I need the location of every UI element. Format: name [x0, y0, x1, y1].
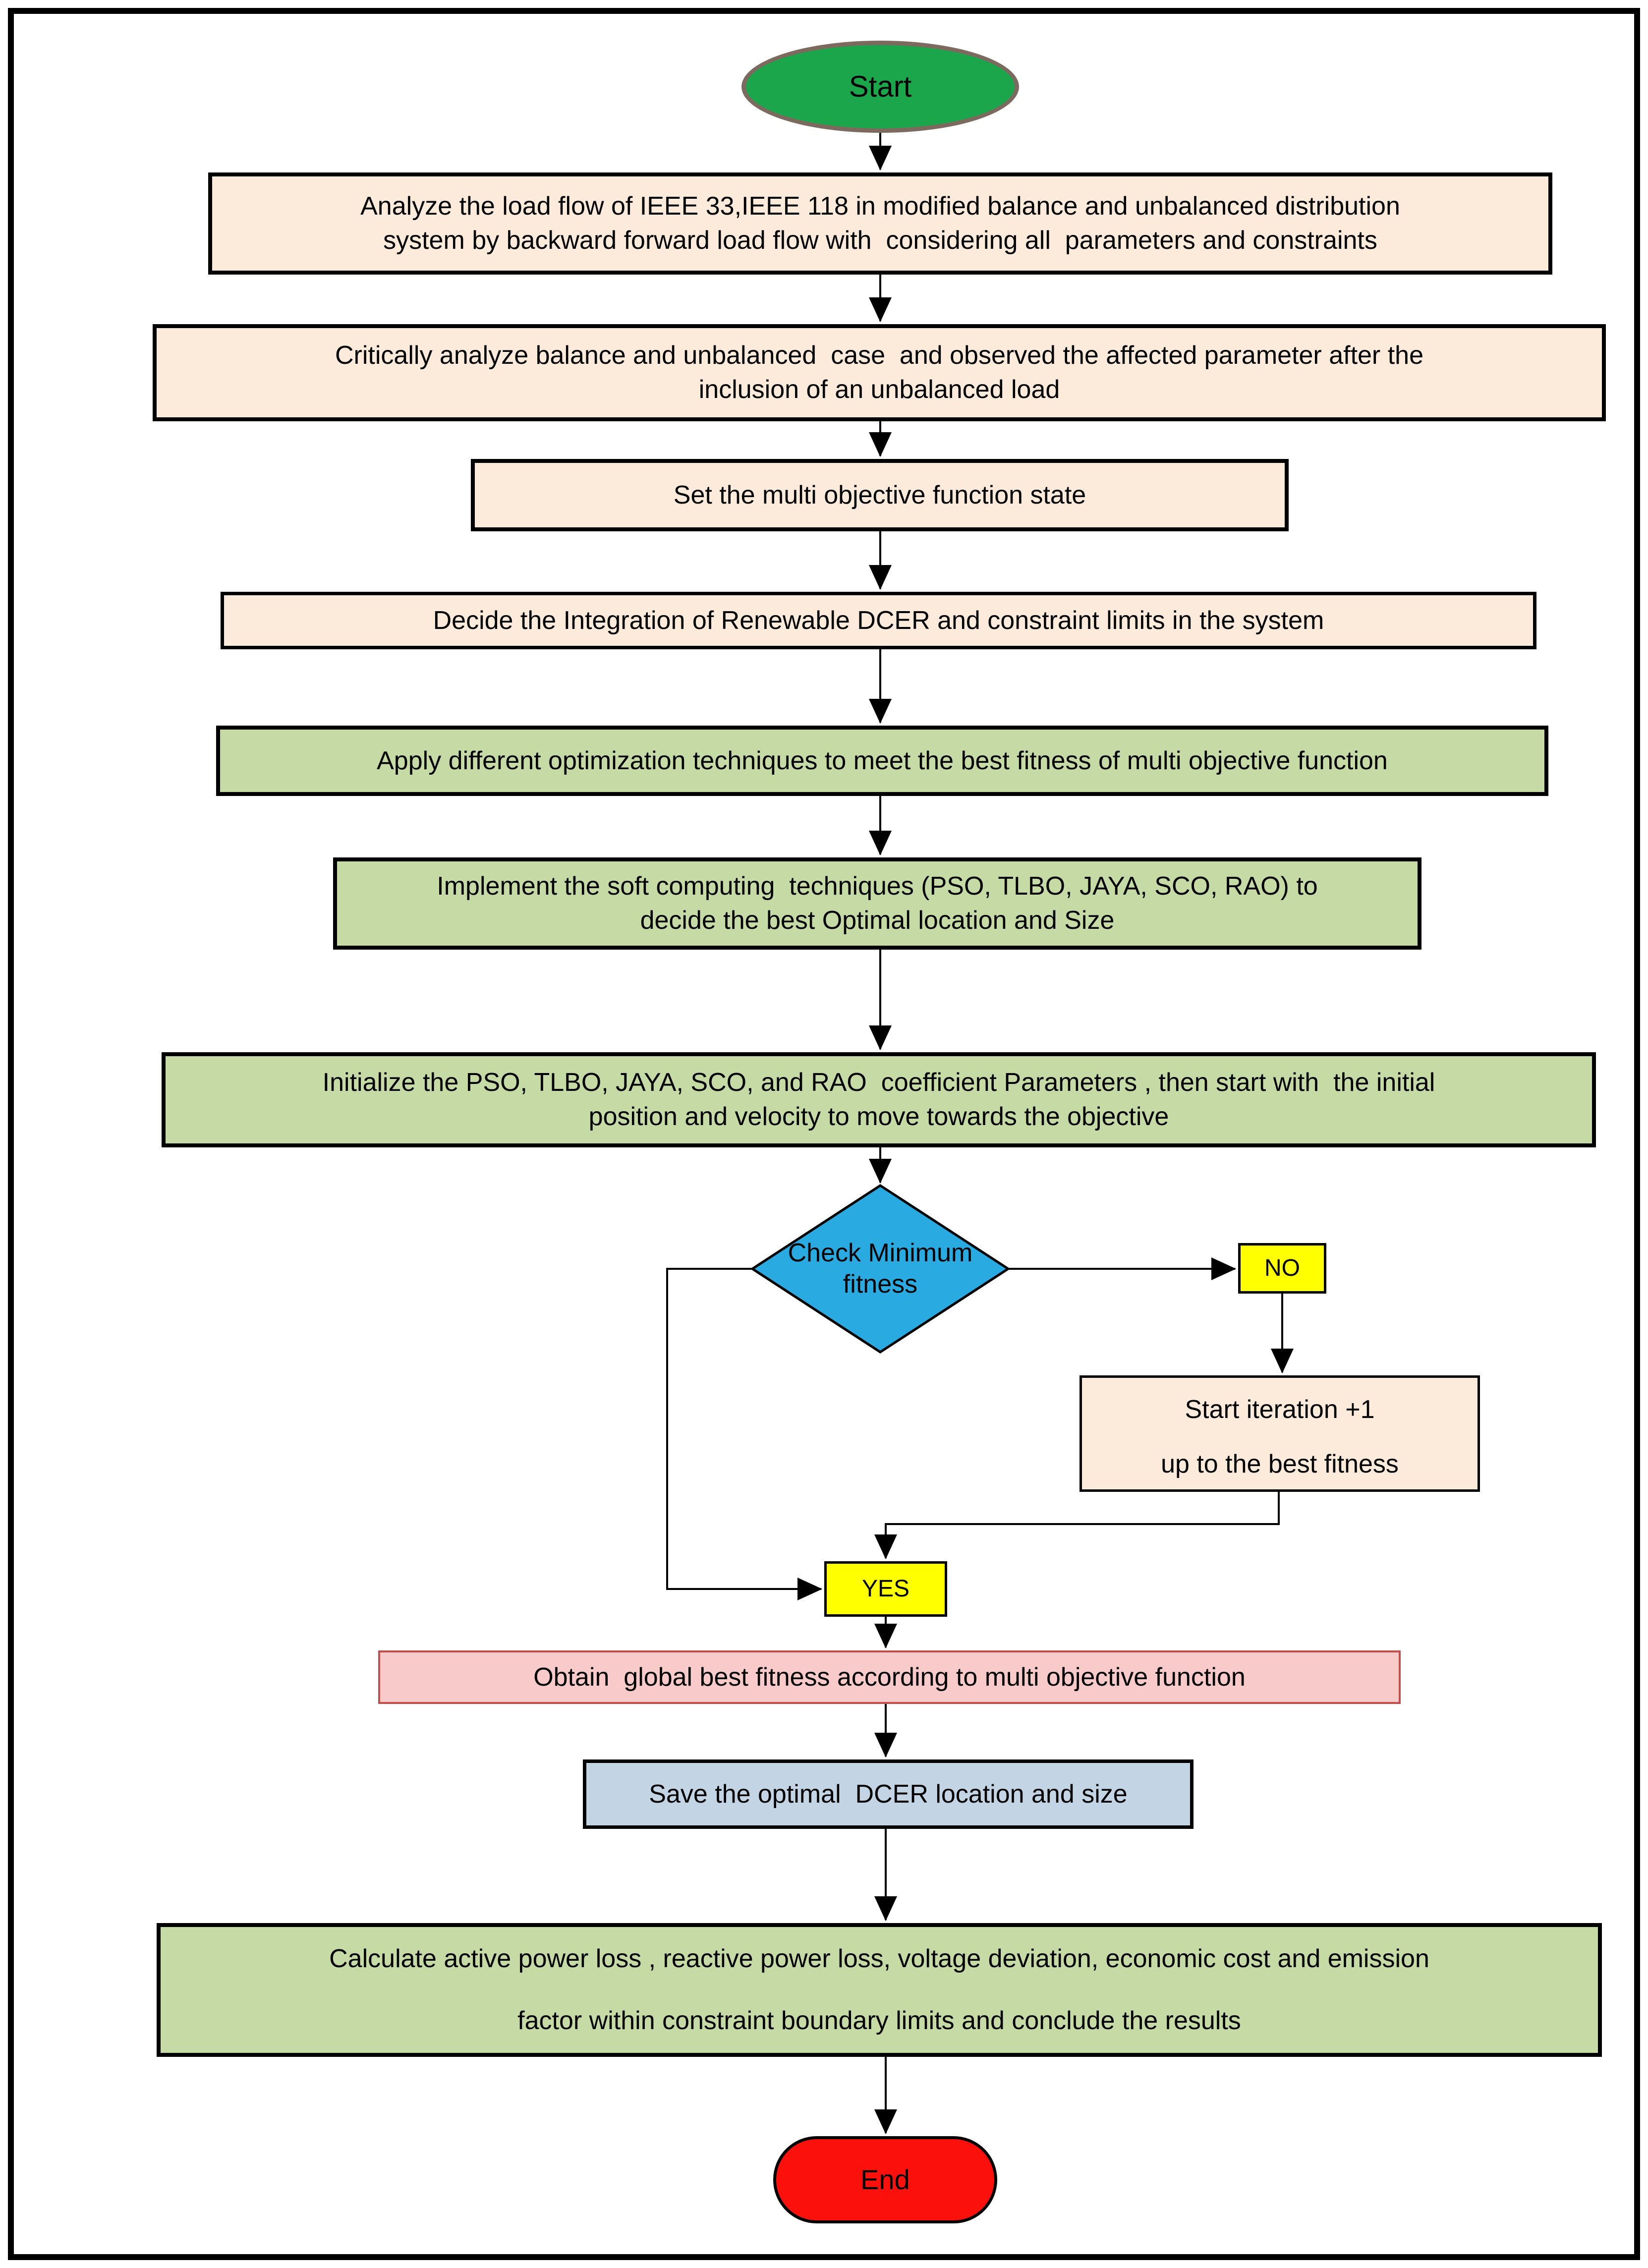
process-critically-analyze: Critically analyze balance and unbalance…	[153, 324, 1606, 421]
process-analyze-load-flow: Analyze the load flow of IEEE 33,IEEE 11…	[208, 172, 1552, 275]
page-border	[8, 8, 1640, 2260]
decision-text: Check Minimum fitness	[788, 1238, 980, 1299]
process-text-line: factor within constraint boundary limits…	[517, 2006, 1241, 2035]
decision-check-minimum-fitness: Check Minimum fitness	[771, 1190, 989, 1348]
end-label: End	[860, 2164, 910, 2196]
process-initialize-parameters: Initialize the PSO, TLBO, JAYA, SCO, and…	[162, 1052, 1596, 1147]
process-text-line: Implement the soft computing techniques …	[437, 872, 1318, 901]
process-start-iteration: Start iteration +1 up to the best fitnes…	[1080, 1375, 1480, 1492]
arrow-iterate-to-yes	[874, 1492, 1280, 1559]
process-text-line: Calculate active power loss , reactive p…	[329, 1944, 1429, 1974]
process-text: Save the optimal DCER location and size	[649, 1779, 1128, 1809]
process-set-objective: Set the multi objective function state	[471, 459, 1289, 531]
arrow-check-to-yes-loop	[666, 1268, 822, 1600]
decision-diamond	[750, 1184, 1011, 1354]
no-label: NO	[1264, 1255, 1300, 1282]
process-text-line: up to the best fitness	[1161, 1450, 1399, 1479]
process-text-line: Critically analyze balance and unbalance…	[335, 341, 1423, 370]
branch-yes-box: YES	[824, 1561, 947, 1617]
process-text: Set the multi objective function state	[673, 480, 1086, 510]
process-text-line: inclusion of an unbalanced load	[698, 375, 1060, 404]
process-text: Decide the Integration of Renewable DCER…	[433, 606, 1324, 635]
process-text: Apply different optimization techniques …	[377, 746, 1388, 775]
yes-label: YES	[861, 1576, 910, 1602]
process-apply-optimization: Apply different optimization techniques …	[216, 726, 1548, 796]
process-obtain-global-best: Obtain global best fitness according to …	[378, 1650, 1401, 1704]
process-text-line: Analyze the load flow of IEEE 33,IEEE 11…	[360, 192, 1400, 221]
process-text-line: position and velocity to move towards th…	[588, 1102, 1169, 1131]
start-terminator: Start	[741, 41, 1019, 133]
branch-no-box: NO	[1238, 1243, 1326, 1294]
process-text: Obtain global best fitness according to …	[533, 1662, 1246, 1692]
process-save-optimal-location: Save the optimal DCER location and size	[583, 1759, 1193, 1829]
process-decide-integration: Decide the Integration of Renewable DCER…	[221, 592, 1536, 649]
process-calculate-results: Calculate active power loss , reactive p…	[157, 1923, 1602, 2057]
process-text-line: decide the best Optimal location and Siz…	[640, 906, 1115, 935]
process-text-line: Initialize the PSO, TLBO, JAYA, SCO, and…	[322, 1068, 1435, 1097]
process-text-line: Start iteration +1	[1185, 1395, 1375, 1424]
end-terminator: End	[773, 2136, 997, 2223]
process-text-line: system by backward forward load flow wit…	[383, 226, 1377, 255]
process-implement-techniques: Implement the soft computing techniques …	[333, 857, 1421, 950]
start-label: Start	[849, 70, 912, 104]
